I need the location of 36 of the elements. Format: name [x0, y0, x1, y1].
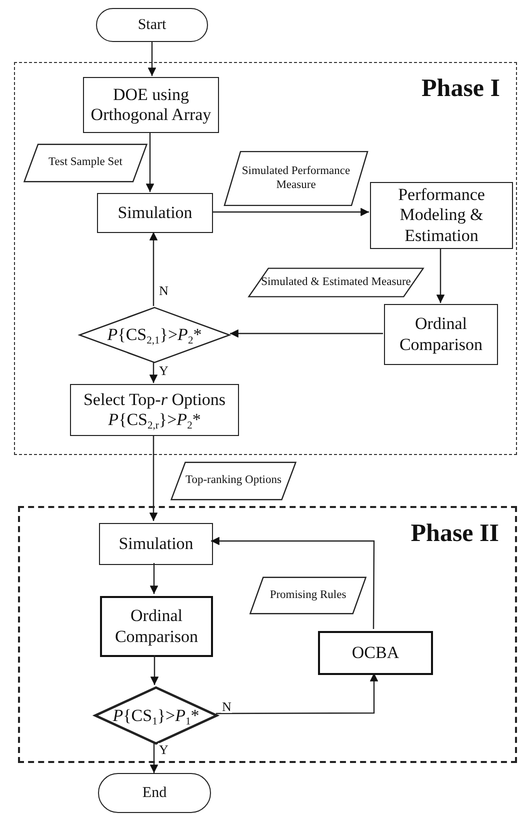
process-box: OCBA: [318, 631, 433, 675]
arrow: [230, 329, 383, 338]
process-box: Select Top-r Options P{CS$_{2,r}$}>P$_{2}$*: [70, 384, 239, 436]
arrow: [150, 563, 158, 594]
data-parallelogram: Promising Rules: [249, 577, 367, 614]
arrow: [211, 536, 375, 629]
edge-label: N: [158, 284, 170, 297]
arrow: [146, 132, 154, 192]
decision-diamond: P{CS$_{2,1}$}>P$_{2}$*: [78, 307, 231, 363]
arrow: [216, 673, 378, 714]
decision-diamond: P{CS$_{1}$}>P$_{1}$*: [94, 687, 218, 744]
process-box: DOE using Orthogonal Array: [83, 77, 219, 133]
process-box: Ordinal Comparison: [100, 596, 213, 657]
data-parallelogram: Top-ranking Options: [170, 462, 297, 500]
edge-label: N: [221, 700, 232, 713]
data-parallelogram: Test Sample Set: [23, 144, 148, 182]
arrow: [150, 655, 159, 685]
phase-region: [18, 506, 517, 763]
edge-label: Y: [158, 364, 170, 377]
terminal-shape: End: [98, 773, 211, 813]
arrow: [150, 742, 158, 773]
arrow: [149, 435, 158, 521]
edge-label: Y: [158, 743, 170, 756]
arrow: [149, 232, 158, 306]
process-box: Simulation: [99, 523, 213, 565]
process-box: Ordinal Comparison: [384, 304, 498, 365]
phase-region: [14, 62, 517, 455]
process-box: Performance Modeling & Estimation: [370, 182, 513, 249]
data-parallelogram: Simulated Performance Measure: [223, 151, 369, 206]
arrow: [436, 248, 445, 303]
terminal-shape: Start: [96, 8, 208, 42]
arrow: [212, 208, 369, 216]
arrow: [149, 362, 158, 383]
data-parallelogram: Simulated & Estimated Measure: [247, 268, 425, 297]
process-box: Simulation: [97, 193, 213, 233]
arrow: [148, 42, 156, 76]
